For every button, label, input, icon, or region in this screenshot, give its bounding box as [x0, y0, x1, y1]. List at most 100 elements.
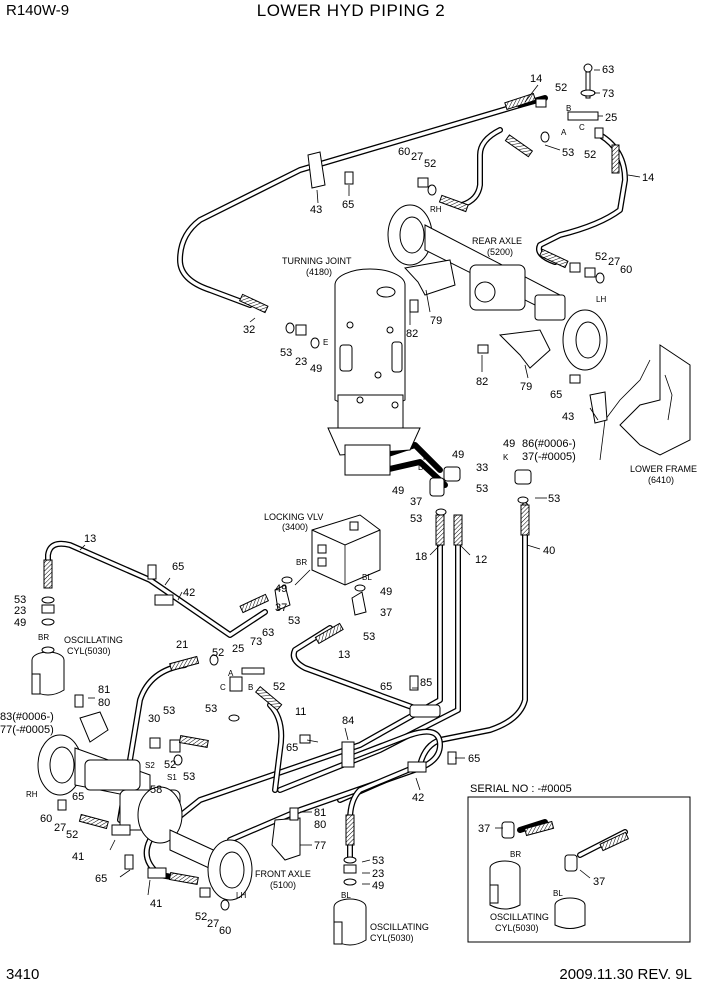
callout: 37: [410, 496, 422, 508]
hose-sleeves: [43, 92, 630, 885]
port-tag: C: [220, 683, 226, 692]
callout: 52: [164, 759, 176, 771]
port-tag: BL: [362, 573, 372, 582]
serial-callout: 37: [478, 823, 490, 835]
callout: 40: [543, 545, 555, 557]
front-axle: [37, 734, 253, 901]
callout: 79: [520, 381, 532, 393]
callout: 37(-#0005): [522, 451, 576, 463]
callout: 30: [148, 713, 160, 725]
leader-lines: [79, 69, 641, 896]
callout: 83(#0006-): [0, 711, 54, 723]
callout: 42: [183, 587, 195, 599]
callout: 23: [14, 605, 26, 617]
callout: 52: [424, 158, 436, 170]
callout: 49: [275, 583, 287, 595]
model-number: R140W-9: [6, 2, 70, 19]
port-tag: K: [503, 453, 509, 462]
lower-frame: [599, 344, 691, 461]
callout: 14: [642, 172, 654, 184]
callout: 41: [72, 851, 84, 863]
callout: 82: [406, 328, 418, 340]
callout: 23: [295, 356, 307, 368]
callout: 52: [584, 149, 596, 161]
bracket-79-lower: [498, 329, 551, 369]
locking-valve: [311, 514, 381, 586]
callout: 52: [66, 829, 78, 841]
rear-axle: [387, 204, 608, 371]
page-number: 3410: [6, 966, 40, 983]
callout: 65: [172, 561, 184, 573]
callout: 49: [310, 363, 322, 375]
locking-valve-code: (3400): [282, 522, 308, 532]
port-tag: B: [566, 104, 571, 113]
callout: 60: [620, 264, 632, 276]
bracket-79-upper: [404, 259, 456, 296]
callout: 84: [342, 715, 354, 727]
turning-joint-label: TURNING JOINT: [282, 256, 352, 266]
oscillating-cyl-left: [31, 646, 65, 696]
oscillating-cyl-bottom-label: OSCILLATING: [370, 922, 429, 932]
callout: 77: [314, 840, 326, 852]
port-tag: S1: [167, 773, 177, 782]
callout: 37: [275, 602, 287, 614]
port-tag: BR: [296, 558, 307, 567]
callout: 73: [602, 88, 614, 100]
callout: 65: [286, 742, 298, 754]
callout: 49: [14, 617, 26, 629]
callout: 60: [40, 813, 52, 825]
port-tag: F: [423, 453, 428, 462]
callout: 53: [562, 147, 574, 159]
revision-date: 2009.11.30 REV. 9L: [559, 966, 692, 983]
callout: 25: [232, 643, 244, 655]
serial-cyl-label: OSCILLATING: [490, 912, 549, 922]
port-tags: B A C RH LH E F D K BR BL BR C A B S2 S1…: [26, 104, 606, 900]
callout: 27: [54, 822, 66, 834]
callout: 80: [98, 697, 110, 709]
callout: 65: [550, 389, 562, 401]
serial-callout: 37: [593, 876, 605, 888]
port-tag: BR: [38, 633, 49, 642]
serial-cyl-code: CYL(5030): [495, 923, 539, 933]
serial-box-title: SERIAL NO : -#0005: [470, 783, 572, 795]
callout: 82: [476, 376, 488, 388]
callout: 41: [150, 898, 162, 910]
callout: 65: [72, 791, 84, 803]
callout: 60: [219, 925, 231, 937]
callout: 12: [475, 554, 487, 566]
callout: 43: [562, 411, 574, 423]
callout: 53: [363, 631, 375, 643]
callout: 53: [372, 855, 384, 867]
callout: 65: [380, 681, 392, 693]
callout: 65: [468, 753, 480, 765]
callout: 23: [372, 868, 384, 880]
bracket-77: [271, 817, 301, 861]
callout: 32: [243, 324, 255, 336]
callout: 52: [195, 911, 207, 923]
port-tag: D: [418, 463, 424, 472]
front-axle-label: FRONT AXLE: [255, 869, 311, 879]
callout: 53: [183, 771, 195, 783]
callout: 49: [392, 485, 404, 497]
callouts: 14 52 63 73 25 53 52 14 60 27 52 43 65 5…: [0, 64, 654, 937]
callout: 49: [503, 438, 515, 450]
callout: 73: [250, 636, 262, 648]
callout: 77(-#0005): [0, 724, 54, 736]
callout: 25: [605, 112, 617, 124]
callout: 53: [205, 703, 217, 715]
callout: 42: [412, 792, 424, 804]
port-tag: B: [248, 683, 253, 692]
callout: 81: [314, 807, 326, 819]
callout: 53: [548, 493, 560, 505]
rear-axle-code: (5200): [487, 247, 513, 257]
port-tag: RH: [26, 790, 38, 799]
turning-joint-code: (4180): [306, 267, 332, 277]
callout: 27: [207, 918, 219, 930]
callout: 49: [372, 880, 384, 892]
port-tag: E: [323, 338, 328, 347]
callout: 53: [280, 347, 292, 359]
callout: 53: [410, 513, 422, 525]
fittings: [41, 63, 605, 911]
callout: 81: [98, 684, 110, 696]
